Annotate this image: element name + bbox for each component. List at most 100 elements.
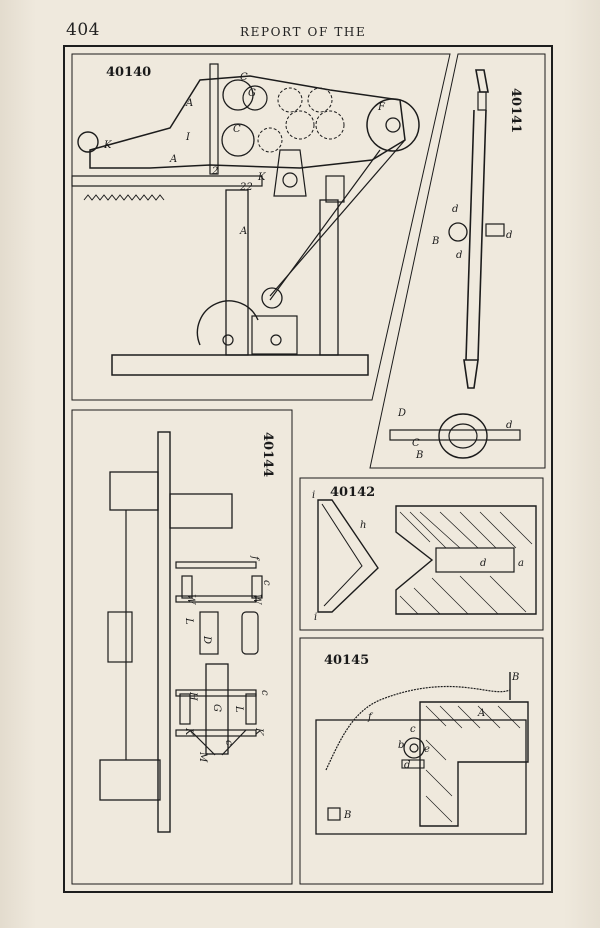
spool-right	[241, 611, 259, 655]
fig-40144-letter-c2: c	[259, 690, 270, 696]
frame-plate	[157, 431, 171, 833]
fig-40144-letter-c3: c	[223, 740, 234, 746]
fig-40145-letter-c: c	[410, 724, 416, 735]
fig-40141-letter-d: d	[452, 204, 458, 215]
shaft-3	[175, 689, 257, 697]
running-head: REPORT OF THE	[240, 25, 367, 39]
guide-wheel	[403, 737, 425, 759]
fig-40144-letter-w: W	[251, 594, 262, 605]
fig-40141-letter-b: B	[431, 236, 439, 247]
table-outline	[315, 719, 527, 835]
fig-40140-letter-k: K	[103, 140, 112, 151]
funnel-body	[317, 499, 379, 613]
arm-hatching	[425, 705, 521, 823]
fig-40144-letter-g: G	[211, 704, 222, 712]
rod-top-collar	[477, 91, 487, 111]
fig-40145-letter-b2: b	[398, 740, 404, 751]
arm-block-a	[419, 701, 529, 827]
gear-c-lower	[221, 123, 255, 157]
fig-40145-letter-d: d	[404, 760, 410, 771]
flywheel-hub	[385, 117, 401, 133]
rod-clamp-ring	[448, 222, 468, 242]
fig-40141-letter-d5: d	[506, 420, 512, 431]
machine-standard-right	[319, 199, 339, 356]
section-hatching	[399, 511, 533, 615]
fig-40144-letter-k: K	[183, 727, 194, 736]
figure-40140-label: 40140	[106, 65, 151, 80]
figure-plate	[63, 45, 553, 893]
figure-40142-panel	[299, 477, 544, 631]
fig-40141-letter-d2: d	[506, 230, 512, 241]
fig-40145-letter-e: e	[424, 744, 430, 755]
machine-standard-left	[225, 189, 249, 356]
page-number: 404	[66, 20, 100, 40]
fig-40140-letter-22: 22	[239, 182, 253, 193]
shaft-4	[175, 729, 257, 737]
fig-40140-letter-2: 2	[211, 166, 218, 177]
figure-40142-label: 40142	[330, 485, 375, 500]
rod-left-edge	[465, 109, 475, 361]
feed-spring	[83, 194, 165, 201]
needle-bar	[209, 63, 219, 175]
shuttle-carrier	[273, 149, 307, 197]
fig-40140-letter-g: G	[248, 88, 256, 99]
fig-40144-letter-c: c	[261, 580, 272, 586]
fig-40144-letter-h: H	[187, 691, 198, 701]
fig-40142-letter-a: a	[518, 558, 524, 569]
side-bracket	[107, 611, 133, 663]
figure-40141-panel	[369, 53, 546, 469]
figure-40145: 40145 B f A c b e d B	[299, 637, 544, 885]
shaft-1	[175, 561, 257, 569]
rod-top-tip	[475, 69, 489, 93]
section-block	[395, 505, 537, 615]
fig-40140-letter-a: A	[185, 98, 193, 109]
fig-40144-letter-l: L	[183, 617, 194, 625]
gear-g	[242, 85, 268, 111]
center-block	[199, 611, 219, 655]
fig-40140-letter-f: F	[377, 102, 386, 113]
fig-40140-letter-a2: A	[169, 154, 177, 165]
pulley-k	[77, 131, 99, 153]
fig-40141-letter-d3: d	[456, 250, 462, 261]
treadle-bracket	[251, 315, 298, 355]
fig-40141-letter-d4: D	[397, 408, 406, 419]
fig-40141-letter-b2: B	[415, 450, 423, 461]
figure-40144: 40144 f c W W L D c H G L K K c M	[71, 409, 293, 885]
dashed-wheel-4	[315, 110, 345, 140]
funnel-inner	[321, 503, 363, 607]
fig-40140-letter-a3: A	[239, 226, 247, 237]
gear-stack-right	[245, 693, 257, 725]
lever-k2	[221, 729, 247, 756]
rod-clamp-screw	[485, 223, 505, 237]
figure-40140: 40140	[71, 53, 451, 401]
dashed-wheel-1	[277, 87, 303, 113]
upper-housing	[169, 493, 233, 529]
figure-40142: 40142 i h i d a	[299, 477, 544, 631]
section-bar	[389, 429, 521, 441]
guide-bracket	[401, 759, 425, 769]
fig-40140-letter-c: C	[240, 72, 248, 83]
section-bore	[435, 547, 515, 573]
section-core	[448, 423, 478, 449]
belt-pulley	[261, 287, 283, 309]
fig-40144-letter-m: M	[197, 751, 208, 763]
dashed-wheel-3	[285, 110, 315, 140]
figure-40141-label: 40141	[508, 88, 523, 133]
rod-bottom-tip	[463, 359, 479, 389]
gear-w	[251, 575, 263, 599]
fig-40140-letter-i: I	[185, 132, 191, 143]
fig-40142-letter-d: d	[480, 558, 486, 569]
block-b	[327, 807, 341, 821]
flywheel-f	[366, 98, 420, 152]
machine-base	[111, 354, 369, 376]
shaft-2	[175, 595, 257, 603]
treadle-wheel-arc	[196, 300, 259, 346]
shuttle-wheel	[282, 172, 298, 188]
fig-40144-letter-k2: K	[253, 727, 264, 736]
fig-40145-letter-a: A	[477, 708, 485, 719]
fig-40144-letter-f: f	[249, 555, 260, 562]
feed-table	[71, 175, 263, 187]
fig-40142-letter-i: i	[312, 490, 315, 501]
fig-40142-letter-i2: i	[314, 612, 317, 623]
